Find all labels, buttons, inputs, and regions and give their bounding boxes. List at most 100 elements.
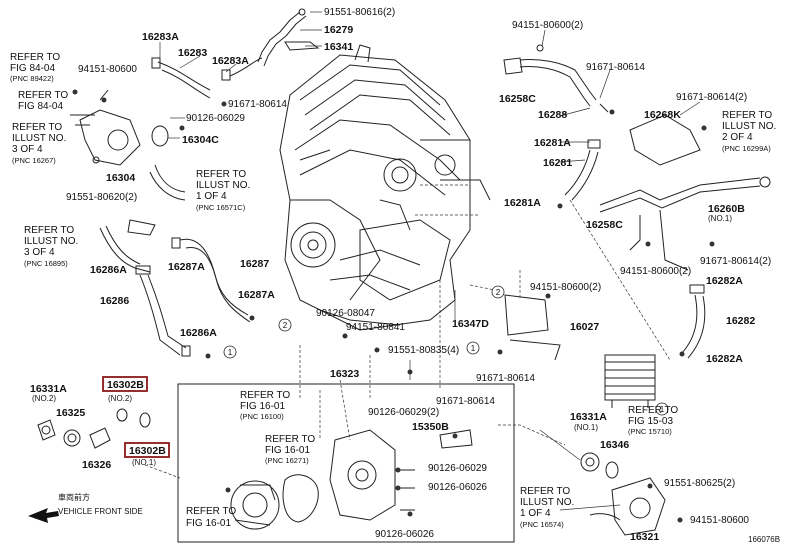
outlet-16321 — [589, 477, 666, 536]
part-label: 90126-08047 — [316, 308, 375, 319]
part-label: 16283A — [212, 55, 249, 67]
part-label: 90126-06029 — [186, 113, 245, 124]
part-label: 16282 — [726, 315, 755, 327]
water-pump-16100 — [230, 480, 280, 530]
part-label: (NO.2) — [32, 394, 56, 403]
refer-note: REFER TO ILLUST NO. 2 OF 4 (PNC 16299A) — [722, 110, 776, 153]
circle-markers — [223, 285, 669, 416]
part-label: 94151-80600 — [690, 515, 749, 526]
part-label: 16325 — [56, 407, 85, 419]
part-label: (NO.2) — [108, 394, 132, 403]
refer-note: REFER TO FIG 16-01 (PNC 16271) — [265, 434, 315, 465]
part-label: 16268K — [644, 109, 681, 121]
svg-text:FIG 15-03: FIG 15-03 — [628, 416, 673, 427]
svg-text:FIG 84-04: FIG 84-04 — [10, 63, 55, 74]
part-label: 16287A — [238, 289, 275, 301]
svg-text:REFER TO: REFER TO — [24, 225, 74, 236]
svg-text:(PNC 16574): (PNC 16574) — [520, 520, 564, 529]
vehicle-front-en: VEHICLE FRONT SIDE — [58, 507, 143, 516]
refer-note: REFER TO FIG 15-03 (PNC 15710) — [628, 405, 678, 436]
part-label: 16281 — [543, 157, 572, 169]
marker-circle — [223, 345, 237, 359]
pipe-16279 — [257, 8, 320, 67]
pipe-16895 — [99, 219, 156, 273]
svg-text:REFER TO: REFER TO — [12, 122, 62, 133]
part-label: 16326 — [82, 459, 111, 471]
svg-text:REFER TO: REFER TO — [520, 486, 570, 497]
pipe-16288 — [503, 44, 609, 113]
svg-text:FIG 16-01: FIG 16-01 — [240, 401, 285, 412]
part-label: 16287 — [240, 258, 269, 270]
water-pump-inset — [177, 383, 515, 543]
part-label: 16286A — [90, 264, 127, 276]
figure-code: 166076B — [748, 535, 780, 544]
svg-text:REFER TO: REFER TO — [240, 390, 290, 401]
cooler-15710 — [604, 354, 656, 408]
part-label: 15350B — [412, 421, 449, 433]
marker-circle — [278, 318, 292, 332]
part-label: 16281A — [534, 137, 571, 149]
engine-block — [279, 44, 491, 331]
part-label: 16260B — [708, 203, 745, 215]
part-label: 91671-80614 — [476, 373, 535, 384]
part-label: 16283 — [178, 47, 207, 59]
part-label: 16282A — [706, 275, 743, 287]
part-label: 16287A — [168, 261, 205, 273]
part-label: 16321 — [630, 531, 659, 543]
svg-text:(PNC 16100): (PNC 16100) — [240, 412, 284, 421]
svg-text:REFER TO: REFER TO — [265, 434, 315, 445]
part-label: 90126-06026 — [375, 529, 434, 540]
svg-text:ILLUST NO.: ILLUST NO. — [196, 180, 250, 191]
svg-text:3 OF 4: 3 OF 4 — [24, 247, 55, 258]
svg-text:REFER TO: REFER TO — [722, 110, 772, 121]
part-label: 90126-06026 — [428, 482, 487, 493]
svg-text:ILLUST NO.: ILLUST NO. — [520, 497, 574, 508]
refer-note: REFER TO ILLUST NO. 1 OF 4 (PNC 16571C) — [196, 169, 250, 212]
bolt-glyphs — [72, 89, 715, 523]
part-label: 16282A — [706, 353, 743, 365]
svg-text:REFER TO: REFER TO — [186, 506, 236, 517]
svg-text:ILLUST NO.: ILLUST NO. — [12, 133, 66, 144]
marker-label: 2 — [283, 321, 288, 330]
svg-text:(PNC 16267): (PNC 16267) — [12, 156, 56, 165]
refer-note: REFER TO FIG 84-04 — [18, 90, 68, 112]
refer-note: REFER TO FIG 16-01 — [186, 506, 236, 529]
marker-circle — [655, 402, 669, 416]
part-label: 91671-80614(2) — [700, 256, 771, 267]
marker-circle — [491, 285, 505, 299]
part-label: (NO.1) — [708, 214, 732, 223]
hose-16571C — [149, 164, 186, 201]
refer-note: REFER TO ILLUST NO. 3 OF 4 (PNC 16895) — [24, 225, 78, 268]
svg-text:REFER TO: REFER TO — [18, 90, 68, 101]
gasket-16271 — [282, 474, 319, 523]
refer-note: REFER TO ILLUST NO. 3 OF 4 (PNC 16267) — [12, 122, 66, 165]
refer-notes: REFER TO FIG 84-04 (PNC 89422) REFER TO … — [10, 52, 776, 529]
part-label: (NO.1) — [132, 458, 156, 467]
part-label: 16304C — [182, 134, 219, 146]
part-label: 16286 — [100, 295, 129, 307]
refer-note: REFER TO ILLUST NO. 1 OF 4 (PNC 16574) — [520, 486, 574, 529]
part-label: 94151-80600(2) — [530, 282, 601, 293]
part-label: (NO.1) — [574, 423, 598, 432]
svg-text:1 OF 4: 1 OF 4 — [196, 191, 227, 202]
part-label: 16346 — [600, 439, 629, 451]
part-label: 16283A — [142, 31, 179, 43]
part-labels: 91551-80616(2) 16279 16341 16283A 16283 … — [30, 7, 780, 544]
svg-text:REFER TO: REFER TO — [628, 405, 678, 416]
gasket-16304C — [151, 125, 169, 147]
svg-text:(PNC 16895): (PNC 16895) — [24, 259, 68, 268]
marker-label: 1 — [228, 348, 233, 357]
vehicle-front-note: 車両前方 VEHICLE FRONT SIDE — [58, 492, 143, 516]
part-label: 90126-06029 — [428, 463, 487, 474]
part-label: 16286A — [180, 327, 217, 339]
thermostat-housing-16304 — [70, 89, 141, 166]
part-label: 91671-80614 — [436, 396, 495, 407]
part-label: 16323 — [330, 368, 359, 380]
refer-note: REFER TO FIG 16-01 (PNC 16100) — [240, 390, 290, 421]
part-label: 16258C — [586, 219, 623, 231]
part-label: 16288 — [538, 109, 567, 121]
part-label: 16331A — [570, 411, 607, 423]
hose-16281 — [564, 139, 601, 201]
